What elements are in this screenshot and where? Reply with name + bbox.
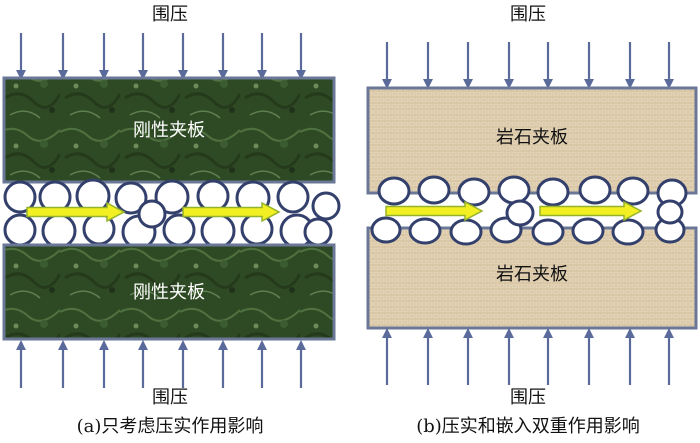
panel-a-caption: (a)只考虑压实作用影响: [77, 416, 264, 437]
panel-a-particle-14: [162, 213, 196, 247]
panel-a-bottom-pressure-arrows: [16, 340, 306, 388]
panel-a-particle-9: [311, 191, 341, 221]
panel-a-particle-4: [114, 181, 148, 215]
panel-b-particle-4: [497, 175, 531, 205]
panel-b-caption: (b)压实和嵌入双重作用影响: [416, 416, 640, 437]
panel-b-particle-15: [611, 218, 645, 246]
panel-b-particle-5: [536, 177, 570, 207]
panel-a-bottom-pressure-label: 围压: [152, 387, 188, 408]
panel-a-particle-10: [3, 213, 37, 247]
panel-b-particle-17: [505, 199, 535, 227]
panel-b-flow-arrows: [385, 200, 643, 222]
panel-b-particle-1: [377, 176, 411, 206]
panel-b-particle-9: [370, 216, 402, 244]
panel-b-particle-14: [571, 217, 605, 245]
panel-b-particle-18: [656, 199, 684, 225]
panel-b-particle-3: [457, 177, 491, 207]
panel-a-flow-arrow-1: [26, 201, 126, 223]
panel-b-particle-11: [449, 218, 483, 246]
panel-b-particle-13: [531, 218, 565, 246]
panel-a-particle-18: [137, 199, 167, 229]
panel-a-top-pressure-label: 围压: [152, 4, 188, 25]
panel-b-bottom-plate-label: 岩石夹板: [496, 264, 568, 285]
panel-b-particle-10: [408, 217, 442, 245]
panel-a-particle-15: [200, 213, 236, 249]
panel-a-top-plate: [2, 76, 336, 184]
panel-a-particle-5: [154, 179, 190, 215]
panel-b-top-pressure-arrows: [382, 42, 674, 89]
panel-a-flow-arrow-2: [182, 201, 281, 223]
panel-a-bottom-plate-label: 刚性夹板: [133, 282, 205, 303]
panel-a-top-plate-label: 刚性夹板: [133, 120, 205, 141]
panel-b-particle-7: [616, 176, 650, 206]
panel-a-particle-11: [41, 213, 77, 249]
panel-b-bottom-pressure-arrows: [382, 328, 674, 385]
panel-b-particles: [370, 175, 688, 246]
panel-a-particle-8: [276, 180, 310, 214]
panel-b-top-plate-label: 岩石夹板: [496, 127, 568, 148]
panel-b-flow-arrow-1: [385, 200, 484, 222]
panel-a-particle-1: [3, 180, 37, 214]
panel-b-flow-arrow-2: [539, 200, 643, 222]
panel-a-flow-arrows: [26, 201, 281, 223]
panel-b-top-plate: [366, 86, 698, 195]
panel-b-bottom-pressure-label: 围压: [510, 387, 546, 408]
panel-a-bottom-plate: [2, 243, 336, 341]
panel-a-particles: [3, 178, 341, 250]
panel-b-bottom-plate: [366, 226, 698, 330]
panel-b-top-pressure-label: 围压: [510, 4, 546, 25]
panel-a-particle-19: [303, 217, 333, 247]
panel-a-particle-6: [196, 179, 230, 213]
panel-a-top-pressure-arrows: [16, 33, 306, 80]
panel-b-particle-2: [417, 175, 451, 205]
panel-b-particle-6: [578, 175, 612, 205]
